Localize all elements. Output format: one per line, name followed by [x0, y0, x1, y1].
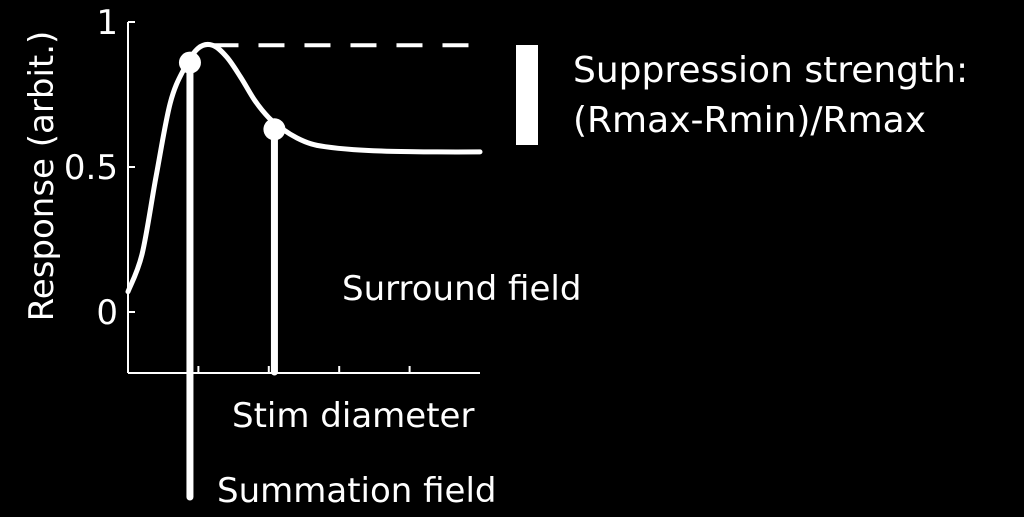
suppression-strength-label: Suppression strength:	[573, 50, 968, 91]
ticks: 00.51	[64, 3, 411, 373]
suppression-bar	[516, 45, 538, 145]
suppression-formula-label: (Rmax-Rmin)/Rmax	[573, 100, 926, 141]
y-tick-label: 0	[96, 293, 118, 333]
surround-field-marker	[263, 118, 286, 141]
x-axis-label: Stim diameter	[232, 396, 474, 436]
response-curve	[125, 41, 483, 295]
summation-field-label: Summation field	[217, 471, 497, 511]
summation-field-marker	[178, 51, 201, 74]
curve-layer	[125, 41, 483, 295]
y-tick-label: 0.5	[64, 148, 118, 188]
y-axis-label: Response (arbit.)	[22, 31, 62, 322]
surround-field-label: Surround field	[342, 269, 581, 309]
markers-layer	[178, 51, 286, 501]
y-tick-label: 1	[96, 3, 118, 43]
